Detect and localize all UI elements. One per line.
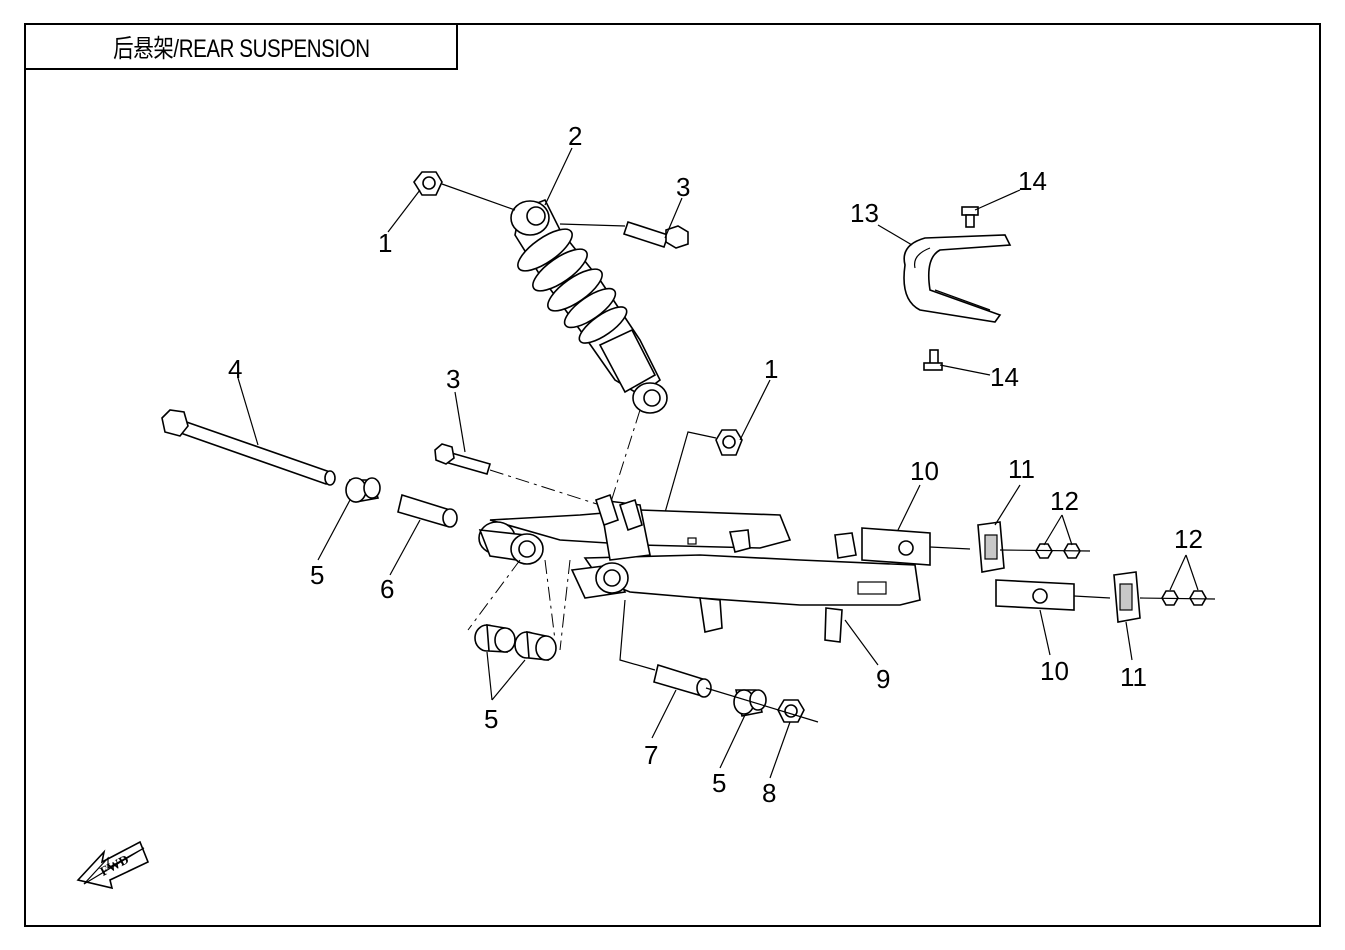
callout-3: 3 [446,364,460,394]
callout-1: 1 [378,228,392,258]
callout-7: 7 [644,740,658,770]
rear-guard[interactable] [903,234,1012,323]
bushing-left[interactable] [345,477,381,503]
callout-2: 2 [568,121,582,151]
callout-12: 12 [1050,486,1079,516]
axle-nut[interactable] [777,699,805,723]
callout-8: 8 [762,778,776,808]
shock-absorber[interactable] [510,198,668,414]
sleeve-left[interactable] [397,493,458,528]
pivot-axle[interactable] [161,409,336,486]
callout-12: 12 [1174,524,1203,554]
axle-block-upper[interactable] [861,527,931,566]
bolt-lower[interactable] [434,443,491,475]
title-box: 后悬架/REAR SUSPENSION [24,23,458,70]
swingarm[interactable] [478,493,921,643]
diagram-title: 后悬架/REAR SUSPENSION [112,34,370,63]
callout-5: 5 [484,704,498,734]
callout-6: 6 [380,574,394,604]
callout-5: 5 [310,560,324,590]
callout-13: 13 [850,198,879,228]
sleeve-right[interactable] [653,663,712,698]
callout-3: 3 [676,172,690,202]
adjuster-plate-upper[interactable] [977,521,1005,573]
callout-4: 4 [228,354,242,384]
callout-14: 14 [990,362,1019,392]
nut-top[interactable] [413,171,443,196]
screw-top[interactable] [961,206,979,228]
adjuster-plate-lower[interactable] [1113,571,1141,623]
callout-1: 1 [764,354,778,384]
bushing-pair[interactable] [474,624,557,661]
callout-5: 5 [712,768,726,798]
callout-14: 14 [1018,166,1047,196]
nut-right[interactable] [715,429,743,456]
bolt-top[interactable] [622,220,689,249]
callout-9: 9 [876,664,890,694]
callout-labels: 1 2 3 4 3 1 13 14 14 10 11 12 12 5 6 5 7… [228,121,1203,808]
callout-10: 10 [1040,656,1069,686]
leader-lines [237,147,1199,779]
axle-block-lower[interactable] [995,579,1075,611]
forward-arrow-icon: FWD [76,840,150,890]
callout-11: 11 [1008,454,1035,484]
bushing-right[interactable] [733,689,767,717]
screw-bottom[interactable] [923,349,943,371]
callout-11: 11 [1120,662,1147,692]
drawing-frame [24,23,1321,927]
callout-10: 10 [910,456,939,486]
